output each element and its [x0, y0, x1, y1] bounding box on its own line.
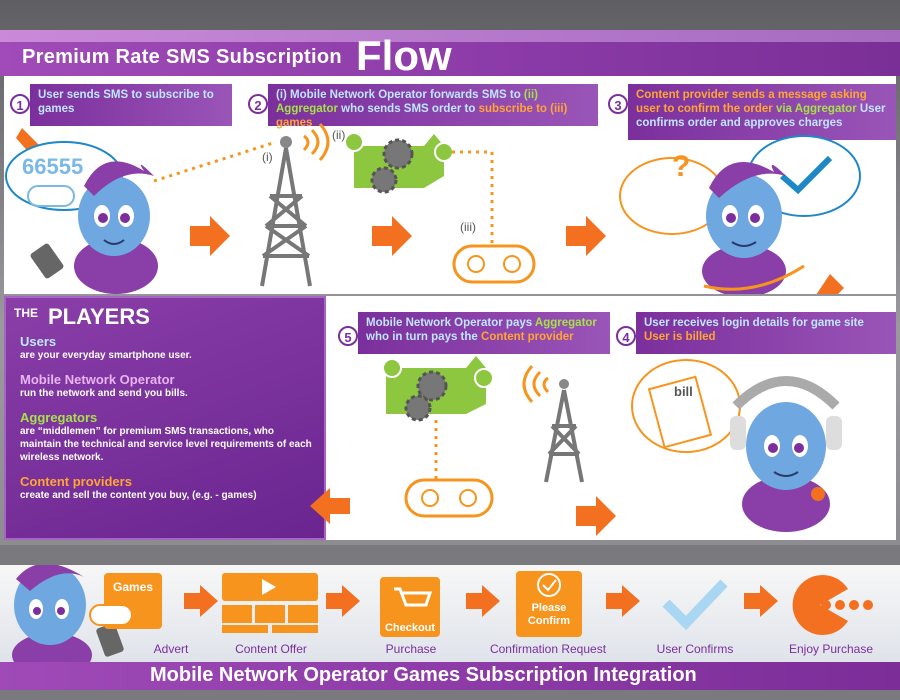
bottom-arrow-1 — [184, 585, 218, 617]
shortcode-text: 66555 — [22, 154, 84, 179]
games-label: Games — [112, 580, 154, 594]
signal-path-1 — [153, 140, 277, 183]
title-bar — [0, 30, 900, 76]
flow-arrow-2 — [372, 216, 412, 256]
signal-path-2 — [452, 150, 494, 244]
player-name: Users — [20, 334, 57, 349]
checkmark-icon — [780, 155, 833, 195]
bill-label: bill — [674, 384, 693, 399]
content-offer-icon — [222, 573, 318, 633]
question-mark: ? — [672, 150, 691, 183]
confirm-check-icon — [542, 579, 557, 592]
user-character-1 — [30, 161, 158, 294]
step-2-part: who sends SMS order to — [337, 103, 479, 115]
bottom-title-bar — [0, 662, 900, 690]
flow-label-purchase: Purchase — [385, 642, 437, 656]
players-heading: PLAYERS — [48, 304, 150, 329]
step-2-part: (ii) Aggregator — [276, 89, 538, 115]
step-2-part: (i) Mobile Network Operator forwards SMS… — [276, 89, 524, 101]
step-3-part: User confirms order and approves charges — [636, 103, 886, 129]
label-i: (i) — [262, 150, 273, 164]
player-description: are your everyday smartphone user. — [20, 350, 192, 361]
game-controller-icon-2 — [404, 478, 494, 518]
player-description: run the network and send you bills. — [20, 388, 188, 399]
player-name: Mobile Network Operator — [20, 372, 175, 387]
middle-flow-illustration — [382, 356, 842, 536]
step-number-4: 4 — [616, 326, 636, 346]
flow-arrow-6 — [310, 488, 350, 524]
step-3-part: Content provider sends a message asking … — [636, 89, 867, 115]
players-the: THE — [14, 306, 38, 320]
bottom-arrow-2 — [326, 585, 360, 617]
label-iii: (iii) — [460, 220, 476, 234]
cell-tower-icon — [260, 123, 330, 287]
confirm-tile — [516, 571, 582, 637]
step-2-part: subscribe to (iii) games — [276, 103, 568, 129]
flow-arrow-1 — [190, 216, 230, 256]
bottom-flow-illustration — [12, 565, 873, 665]
step-3-text: Content provider sends a message asking … — [628, 84, 896, 140]
flow-label-confirmation-request: Confirmation Request — [489, 642, 607, 656]
step-4-text: User receives login details for game sit… — [636, 312, 896, 354]
step-5-part: Aggregator — [534, 317, 597, 329]
step-4-part: User receives login details for game sit… — [644, 317, 864, 329]
bottom-title: Mobile Network Operator Games Subscripti… — [150, 664, 697, 686]
pacman-icon — [792, 575, 848, 635]
player-name: Content providers — [20, 474, 132, 489]
flow-arrow-4 — [816, 274, 844, 294]
cell-tower-icon-2 — [522, 365, 584, 483]
step-number-5: 5 — [338, 326, 358, 346]
step-number-1: 1 — [10, 94, 30, 114]
mascot-character — [12, 565, 124, 665]
user-character-2 — [702, 162, 786, 294]
flow-label-advert: Advert — [153, 642, 189, 656]
players-panel — [4, 296, 326, 540]
step-3-part: via Aggregator — [775, 103, 857, 115]
page-title: Premium Rate SMS Subscription — [22, 46, 342, 68]
bottom-arrow-3 — [466, 585, 500, 617]
player-description: are “middlemen” for premium SMS transact… — [20, 426, 312, 463]
aggregator-gears-icon — [344, 132, 454, 194]
flow-label-content-offer: Content Offer — [235, 642, 307, 656]
bottom-arrow-4 — [606, 585, 640, 617]
step-1-part: User sends SMS to subscribe to games — [38, 89, 214, 115]
flow-label-enjoy-purchase: Enjoy Purchase — [788, 642, 874, 656]
step-1-text: User sends SMS to subscribe to games — [30, 84, 232, 126]
flow-arrow-3 — [566, 216, 606, 256]
checkout-label: Checkout — [384, 622, 436, 634]
flow-label-user-confirms: User Confirms — [656, 642, 734, 656]
user-confirms-check-icon — [662, 579, 728, 631]
label-ii: (ii) — [332, 128, 346, 142]
game-controller-icon — [452, 244, 536, 284]
step-number-2: 2 — [248, 94, 268, 114]
player-name: Aggregators — [20, 410, 98, 425]
step-5-part: Mobile Network Operator pays — [366, 317, 535, 329]
aggregator-gears-icon-2 — [382, 356, 494, 422]
step-5-part: Content provider — [481, 331, 574, 343]
step-4-part: User is billed — [644, 331, 716, 343]
step-2-text: (i) Mobile Network Operator forwards SMS… — [268, 84, 598, 129]
exchange-arrow-icon — [703, 264, 805, 291]
page-title-flow: Flow — [356, 32, 452, 79]
step-5-part: who in turn pays the — [366, 331, 482, 343]
flow-arrow-5 — [576, 496, 616, 536]
step-number-3: 3 — [608, 94, 628, 114]
top-flow-illustration — [5, 123, 861, 294]
bottom-arrow-5 — [744, 585, 778, 617]
user-character-3 — [730, 376, 842, 532]
player-description: create and sell the content you buy, (e.… — [20, 490, 257, 501]
please-confirm-label: Please Confirm — [527, 602, 571, 627]
gamepad-icon — [27, 185, 75, 207]
bill-icon — [647, 375, 713, 449]
step-5-text: Mobile Network Operator pays Aggregator … — [358, 312, 610, 354]
gamepad-icon-bottom — [89, 604, 133, 626]
cart-icon — [394, 587, 433, 607]
